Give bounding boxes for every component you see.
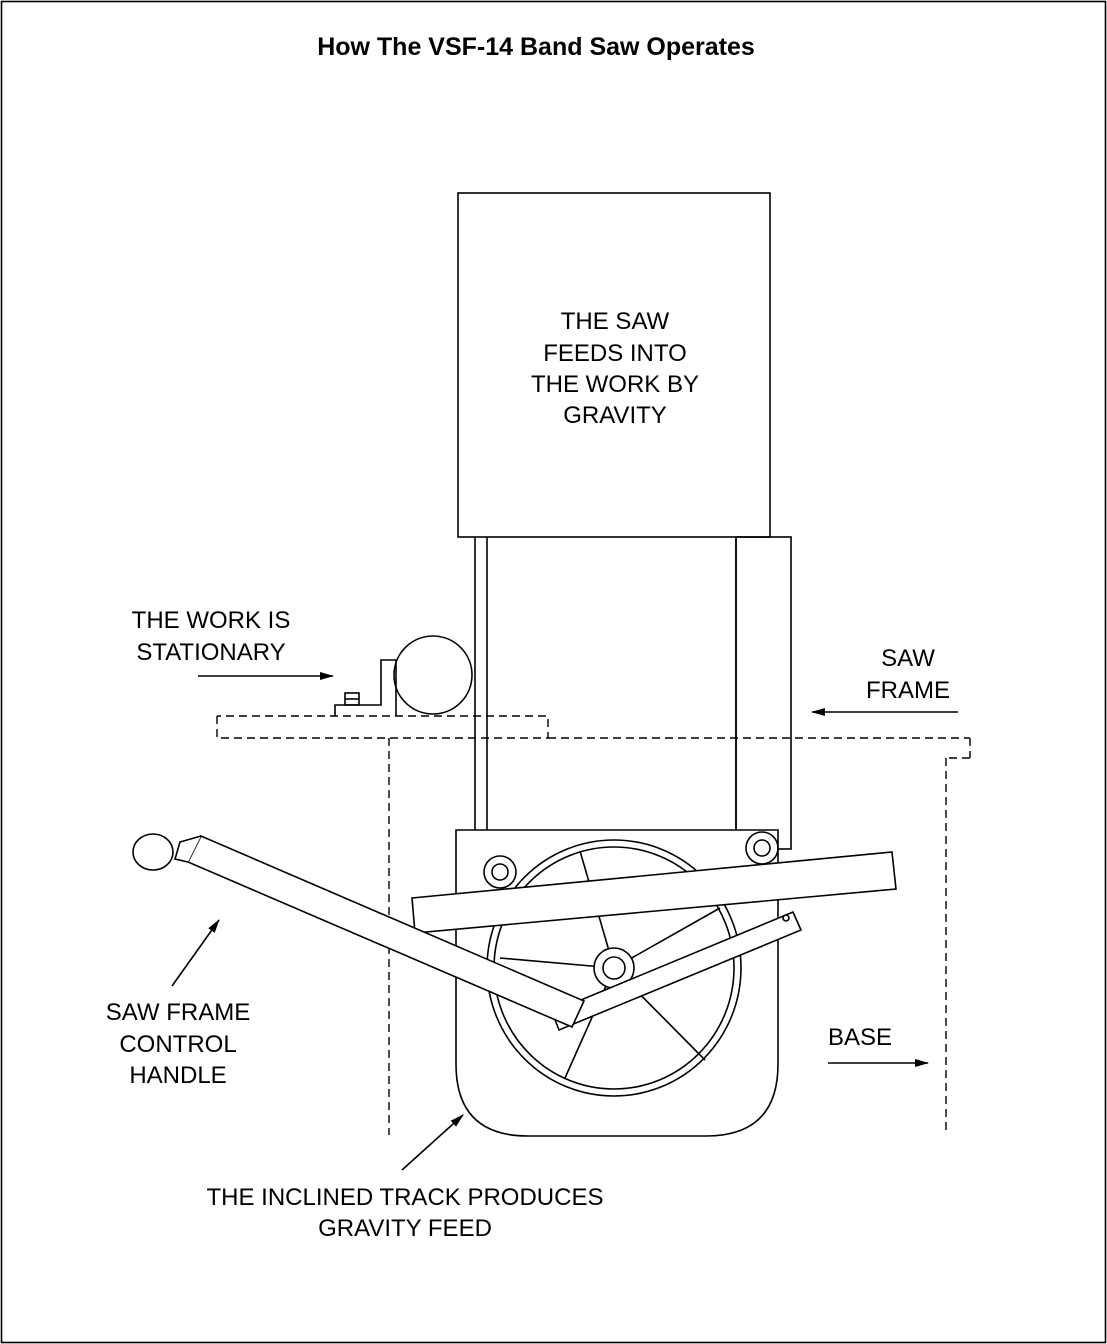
- work-round-stock: [393, 635, 473, 715]
- vise-jaw: [334, 659, 397, 716]
- svg-text:THE WORK BY: THE WORK BY: [531, 371, 699, 398]
- track-arrow: [401, 1114, 464, 1171]
- svg-text:THE SAW: THE SAW: [561, 308, 670, 335]
- handle-lever: [186, 834, 586, 1029]
- work-stationary-label: THE WORK IS STATIONARY: [132, 607, 291, 666]
- svg-text:SAW FRAME: SAW FRAME: [106, 999, 250, 1026]
- track-rollers: [483, 831, 779, 889]
- upper-wheel-housing: [457, 192, 771, 538]
- svg-text:GRAVITY: GRAVITY: [563, 402, 667, 429]
- svg-text:FEEDS INTO: FEEDS INTO: [543, 340, 687, 367]
- saw-frame-label: SAW FRAME: [866, 645, 950, 704]
- svg-text:GRAVITY FEED: GRAVITY FEED: [318, 1215, 492, 1242]
- svg-text:STATIONARY: STATIONARY: [136, 639, 285, 666]
- base-label: BASE: [828, 1024, 892, 1051]
- control-handle-label: SAW FRAME CONTROL HANDLE: [106, 999, 250, 1089]
- svg-text:THE WORK IS: THE WORK IS: [132, 607, 291, 634]
- saw-feed-label: THE SAW FEEDS INTO THE WORK BY GRAVITY: [531, 308, 699, 429]
- svg-text:CONTROL: CONTROL: [119, 1031, 236, 1058]
- inclined-track-label: THE INCLINED TRACK PRODUCES GRAVITY FEED: [207, 1184, 604, 1242]
- svg-text:HANDLE: HANDLE: [129, 1062, 226, 1089]
- handle-knob: [132, 833, 174, 871]
- saw-frame: [457, 192, 792, 850]
- saw-frame-post: [735, 536, 792, 850]
- svg-text:THE INCLINED TRACK PRODUCES: THE INCLINED TRACK PRODUCES: [207, 1184, 604, 1211]
- handle-arrow: [171, 919, 220, 987]
- control-handle-assembly: [132, 833, 803, 1032]
- link-bar: [550, 910, 803, 1032]
- diagram-title: How The VSF-14 Band Saw Operates: [317, 33, 755, 61]
- inclined-track: [411, 851, 897, 934]
- svg-text:SAW: SAW: [881, 645, 935, 672]
- work-piece: [334, 635, 473, 716]
- svg-text:FRAME: FRAME: [866, 677, 950, 704]
